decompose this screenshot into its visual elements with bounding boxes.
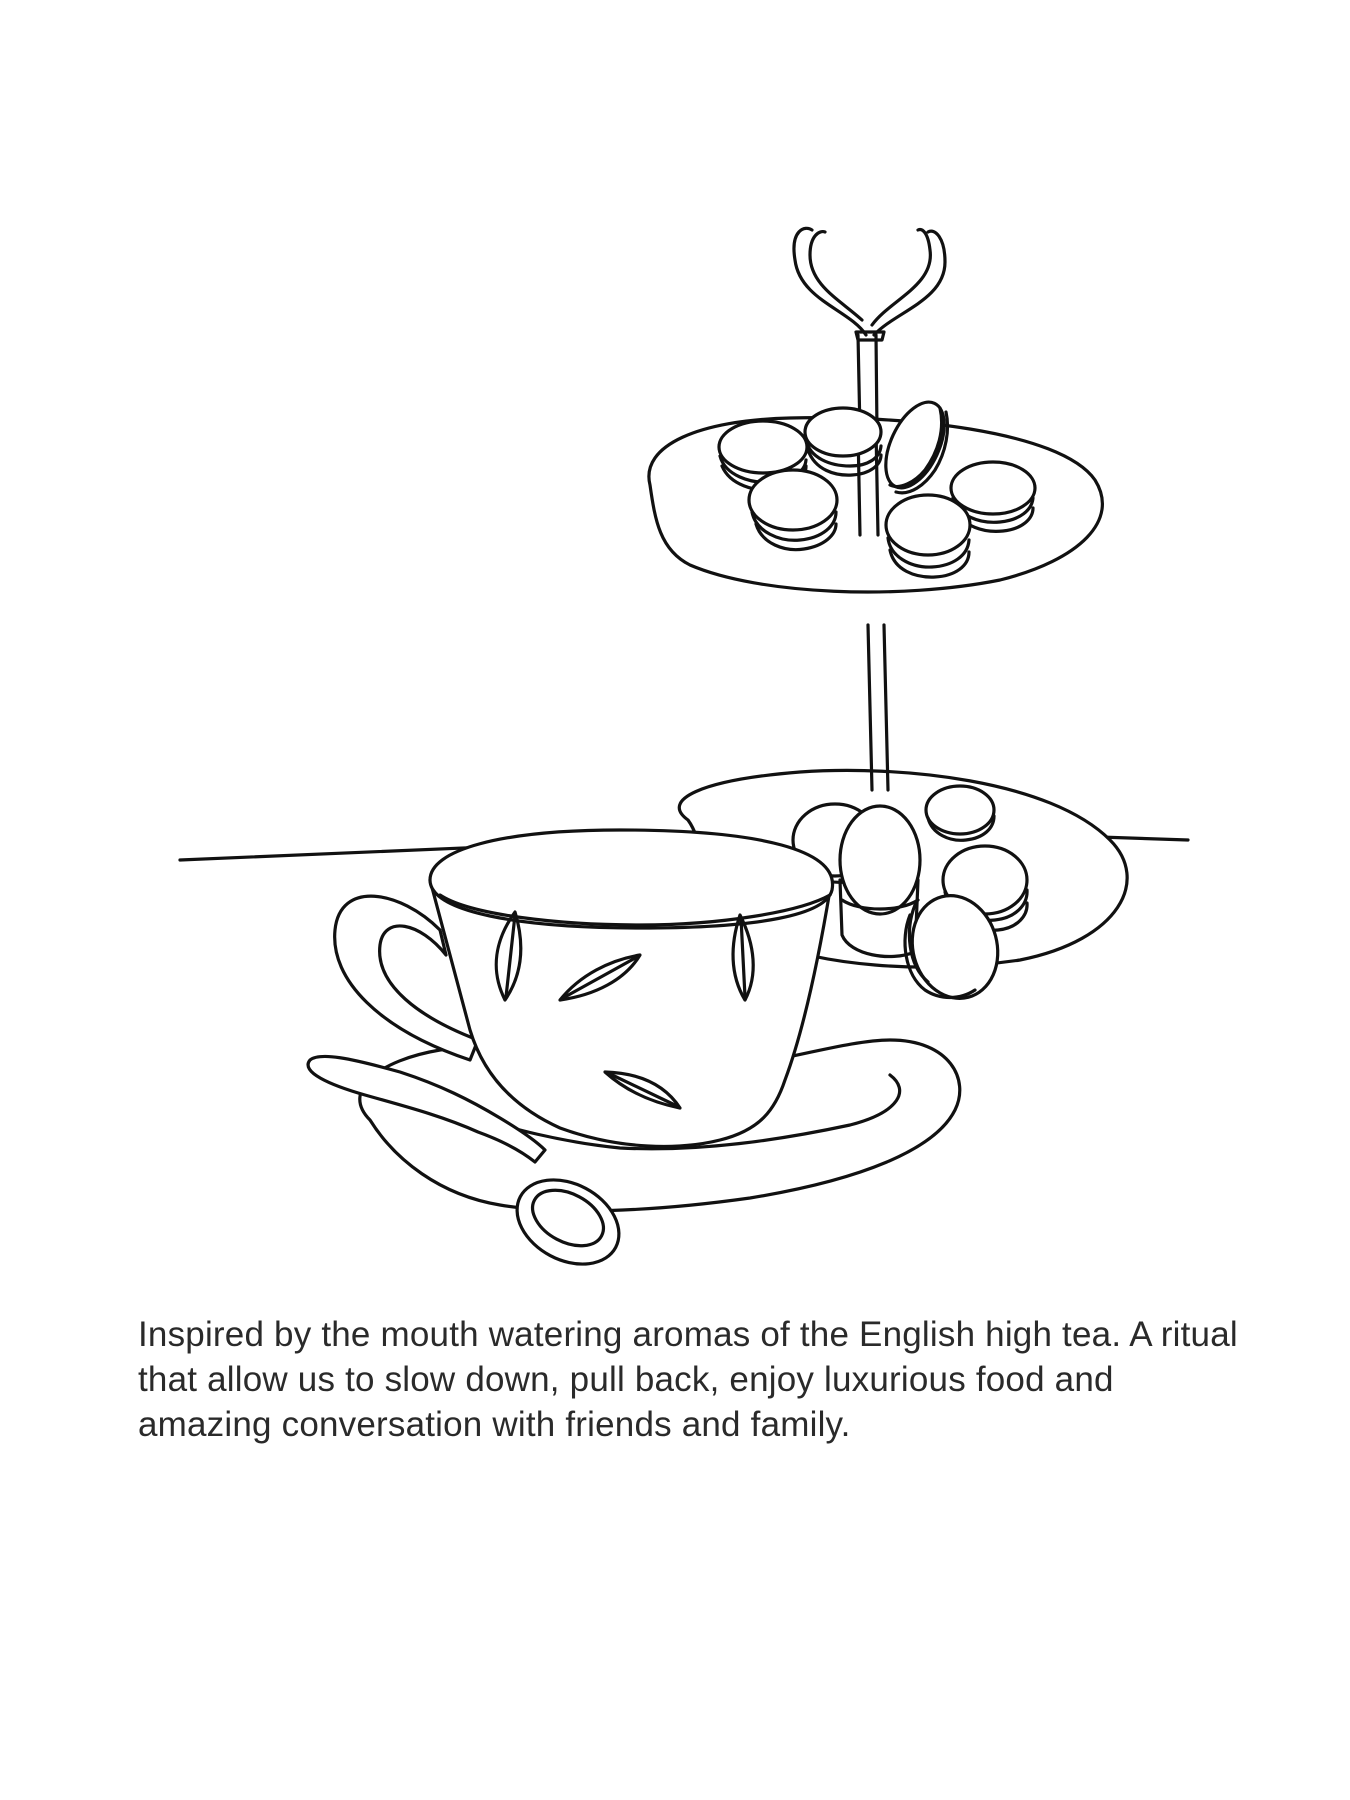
high-tea-illustration	[178, 226, 1190, 1266]
stand-rod	[866, 623, 890, 792]
cup-rim	[428, 828, 835, 930]
illustration-canvas	[178, 226, 1190, 1266]
heart-handle	[792, 226, 947, 337]
cup-handle-outer	[333, 894, 480, 1062]
cup-body	[428, 878, 832, 1149]
macaron-icon	[717, 400, 1037, 579]
macaron-bottom-4	[838, 804, 922, 959]
macaron-top-3	[884, 400, 950, 495]
macaron-top-6	[884, 493, 972, 579]
spoon-handle	[306, 1054, 547, 1164]
leaf-pattern	[494, 910, 755, 1110]
caption-text: Inspired by the mouth watering aromas of…	[138, 1315, 1238, 1444]
teacup-icon	[333, 828, 835, 1149]
macaron-top-2	[803, 406, 883, 477]
macaron-top-5	[747, 468, 839, 552]
teaspoon-icon	[306, 1054, 621, 1266]
macaron-bottom-5	[903, 894, 1000, 1000]
macaron-icon	[791, 784, 1029, 1000]
macaron-bottom-1	[924, 784, 996, 842]
